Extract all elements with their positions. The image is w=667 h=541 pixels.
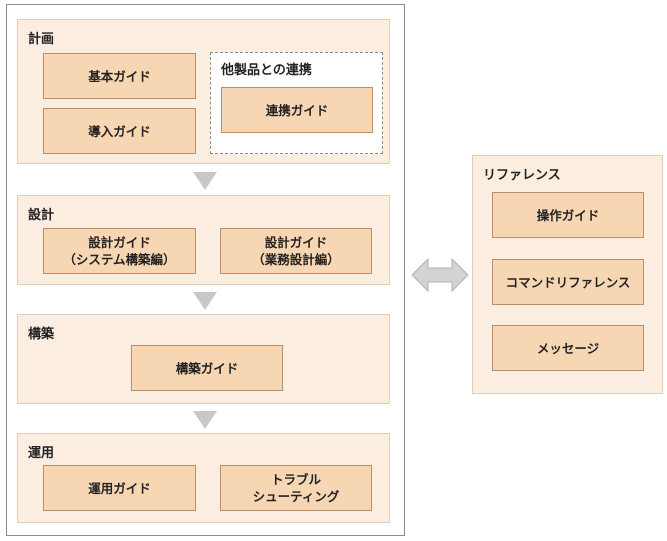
linkage-guide-box: 連携ガイド bbox=[221, 87, 373, 133]
section-operation-title: 運用 bbox=[28, 446, 55, 461]
troubleshooting-box: トラブル シューティング bbox=[220, 465, 372, 511]
operation-manual-box: 操作ガイド bbox=[492, 192, 644, 238]
section-planning: 計画 基本ガイド 導入ガイド 他製品との連携 連携ガイド bbox=[17, 19, 390, 164]
section-design: 設計 設計ガイド （システム構築編） 設計ガイド （業務設計編） bbox=[17, 195, 390, 285]
bidirectional-arrow-icon bbox=[412, 257, 468, 293]
basic-guide-box: 基本ガイド bbox=[43, 53, 196, 99]
flow-arrow-2 bbox=[193, 292, 217, 310]
install-guide-box: 導入ガイド bbox=[43, 108, 196, 154]
linked-products-group: 他製品との連携 連携ガイド bbox=[210, 52, 383, 154]
section-reference: リファレンス 操作ガイド コマンドリファレンス メッセージ bbox=[472, 155, 663, 394]
section-operation: 運用 運用ガイド トラブル シューティング bbox=[17, 433, 390, 523]
section-reference-title: リファレンス bbox=[483, 168, 561, 183]
operation-guide-box: 運用ガイド bbox=[43, 465, 196, 511]
section-build-title: 構築 bbox=[28, 327, 55, 342]
design-guide-business-box: 設計ガイド （業務設計編） bbox=[220, 228, 372, 274]
message-box: メッセージ bbox=[492, 325, 644, 371]
flow-arrow-3 bbox=[193, 411, 217, 429]
section-planning-title: 計画 bbox=[28, 32, 55, 47]
design-guide-system-box: 設計ガイド （システム構築編） bbox=[43, 228, 196, 274]
build-guide-box: 構築ガイド bbox=[131, 345, 283, 391]
section-design-title: 設計 bbox=[28, 208, 55, 223]
command-reference-box: コマンドリファレンス bbox=[492, 259, 644, 305]
section-build: 構築 構築ガイド bbox=[17, 314, 390, 404]
linked-products-title: 他製品との連携 bbox=[221, 63, 312, 78]
flow-arrow-1 bbox=[193, 172, 217, 190]
